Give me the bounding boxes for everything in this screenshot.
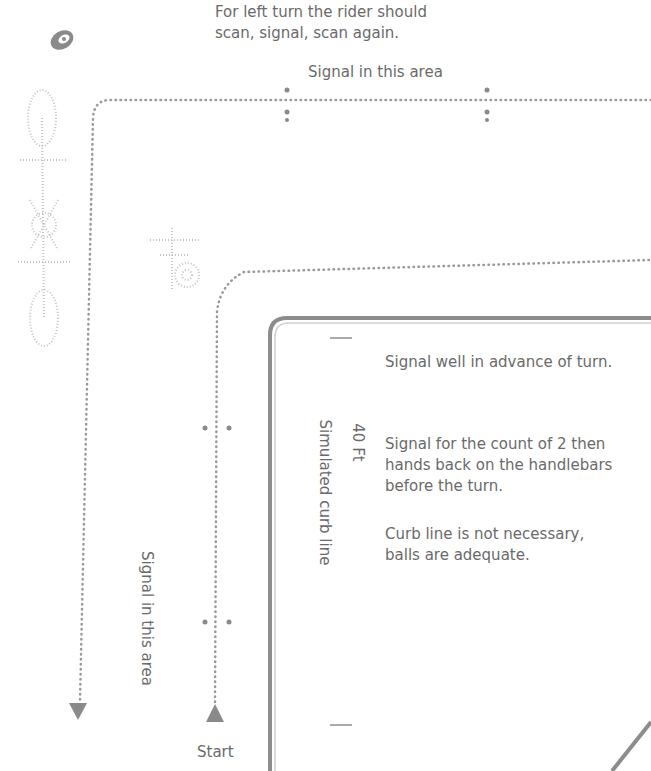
inner-path bbox=[215, 260, 651, 702]
instruction-note: Signal for the count of 2 then hands bac… bbox=[385, 434, 625, 497]
rider-figure bbox=[18, 90, 70, 346]
riding-path bbox=[80, 100, 651, 702]
signal-area-label: Signal in this area bbox=[305, 62, 446, 83]
curb-label: Simulated curb line bbox=[314, 417, 335, 569]
instruction-note: Curb line is not necessary, balls are ad… bbox=[385, 524, 620, 566]
instruction-note: Signal well in advance of turn. bbox=[385, 352, 620, 373]
start-arrow bbox=[206, 704, 224, 722]
curb-line-inner bbox=[275, 323, 651, 771]
helmet-icon bbox=[47, 26, 77, 54]
curb-line bbox=[270, 318, 651, 771]
signal-area-label: Signal in this area bbox=[136, 548, 157, 689]
dimension-label: 40 Ft bbox=[347, 420, 368, 464]
dimension-tick bbox=[330, 337, 352, 339]
outer-path bbox=[80, 100, 651, 700]
start-label: Start bbox=[194, 742, 237, 763]
end-arrow bbox=[69, 703, 87, 720]
curb-corner bbox=[612, 722, 651, 771]
instruction-note: For left turn the rider should scan, sig… bbox=[215, 2, 465, 44]
rider-figure bbox=[150, 228, 200, 290]
dimension-tick bbox=[330, 724, 352, 726]
